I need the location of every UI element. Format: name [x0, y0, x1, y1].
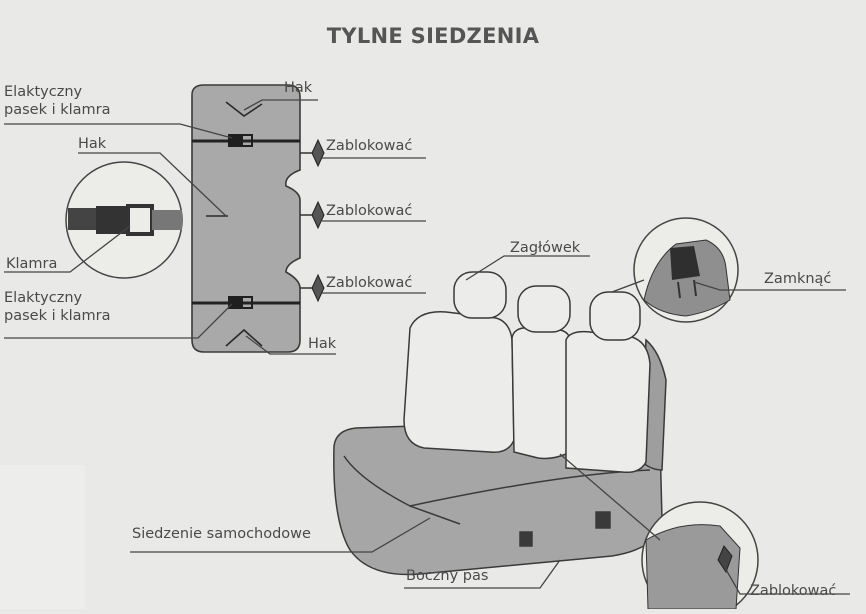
lock-knob-3-icon: [300, 273, 325, 303]
label-belt-top-line2: pasek i klamra: [4, 102, 111, 118]
bottom-belt: [192, 296, 300, 309]
leader-lines-right: [130, 255, 850, 595]
headrest-left: [453, 271, 507, 319]
label-belt-top-line1: Elaktyczny: [4, 84, 83, 100]
headrest-right: [589, 291, 641, 341]
backrest-cover-panel: [191, 84, 301, 353]
paper-shadow: [0, 465, 85, 609]
leader-lines-left: [4, 99, 426, 355]
page-title: TYLNE SIEDZENIA: [326, 24, 540, 48]
label-belt-bottom-line1: Elaktyczny: [4, 290, 83, 306]
label-lock-1: Zablokować: [326, 138, 413, 154]
rear-bench-seat: [333, 271, 667, 576]
hook-top-icon: [225, 101, 263, 117]
lock-knob-1-icon: [300, 138, 325, 168]
label-side-belt: Boczny pas: [406, 568, 489, 584]
label-hook-top: Hak: [284, 80, 313, 96]
label-lock-4: Zablokować: [750, 583, 837, 599]
buckle-small-icon: [228, 134, 242, 147]
lock-zoom-circle: [641, 501, 759, 614]
label-hook-bottom: Hak: [308, 336, 337, 352]
label-close: Zamknąć: [764, 271, 832, 287]
buckle-zoom-circle: [65, 161, 183, 279]
label-lock-3: Zablokować: [326, 275, 413, 291]
headrest-zoom-circle: [633, 217, 739, 323]
lock-knob-2-icon: [300, 200, 325, 230]
label-buckle: Klamra: [6, 256, 58, 272]
hook-bottom-icon: [225, 328, 263, 347]
label-belt-bottom-line2: pasek i klamra: [4, 308, 111, 324]
label-lock-2: Zablokować: [326, 203, 413, 219]
label-hook-left: Hak: [78, 136, 107, 152]
label-headrest: Zagłówek: [510, 240, 581, 256]
label-car-seat: Siedzenie samochodowe: [132, 526, 311, 542]
headrest-middle: [517, 285, 571, 333]
